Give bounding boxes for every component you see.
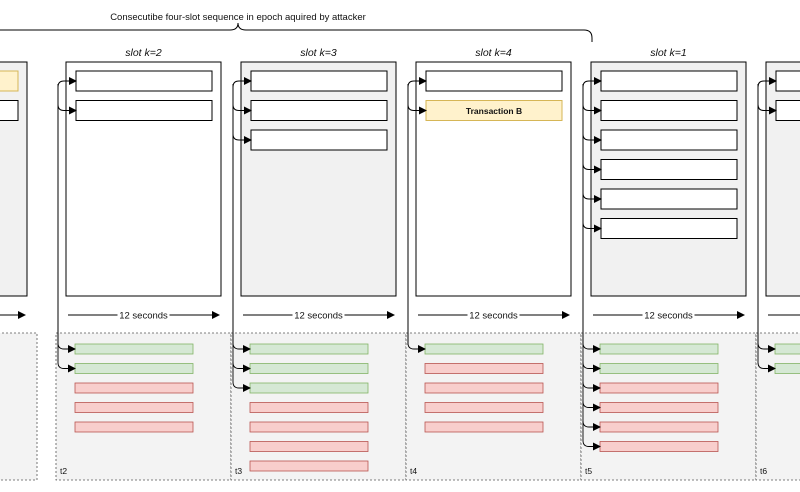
slot-group: t6 xyxy=(755,61,800,481)
pending-tx-excluded xyxy=(74,382,194,394)
slot-box xyxy=(765,61,800,297)
pending-tx-excluded xyxy=(599,421,719,433)
interval-label: 12 seconds xyxy=(119,311,168,322)
pending-tx-included xyxy=(774,363,800,374)
block-slot xyxy=(250,100,388,121)
block-slot xyxy=(0,100,19,121)
time-label: t3 xyxy=(235,466,242,476)
slot-label: slot k=1 xyxy=(650,47,686,59)
pending-tx-excluded xyxy=(424,382,544,394)
diagram-title: Consecutibe four-slot sequence in epoch … xyxy=(110,12,366,23)
pool-arrow xyxy=(582,440,601,451)
slot-label: slot k=4 xyxy=(475,47,512,59)
pending-tx-included xyxy=(599,363,719,374)
block-slot xyxy=(425,70,563,92)
mempool-panel xyxy=(0,332,38,481)
transaction-label: Transaction B xyxy=(466,106,522,116)
pending-tx-excluded xyxy=(249,402,369,413)
mempool-panel xyxy=(755,332,800,481)
slot-box xyxy=(415,61,572,297)
pending-tx-excluded xyxy=(599,441,719,452)
block-slot xyxy=(600,218,738,239)
pending-tx-excluded xyxy=(249,441,369,452)
pending-tx-included xyxy=(249,363,369,374)
pool-arrow xyxy=(57,362,76,373)
pending-tx-excluded xyxy=(74,402,194,413)
attacker-sequence-brace xyxy=(0,22,593,42)
interval-label: 12 seconds xyxy=(294,311,343,322)
brace-line xyxy=(0,22,593,42)
block-slot xyxy=(600,100,738,121)
pending-tx-excluded xyxy=(424,402,544,413)
pool-arrow xyxy=(757,362,776,373)
pending-tx-included xyxy=(249,382,369,394)
block-slot xyxy=(775,100,800,121)
block-slot xyxy=(600,159,738,180)
interval-label-bg xyxy=(467,308,520,321)
slot-group: slot k=2 12 seconds t2 xyxy=(55,47,232,481)
block-slot xyxy=(75,70,213,92)
pending-tx-excluded xyxy=(599,382,719,394)
slot-group: slot k=1 12 seconds t5 xyxy=(580,47,757,481)
slot-label: slot k=3 xyxy=(300,47,337,59)
pending-tx-included xyxy=(74,363,194,374)
interval-label-bg xyxy=(292,308,345,321)
pending-tx-excluded xyxy=(249,460,369,472)
pending-tx-excluded xyxy=(424,421,544,433)
block-slot xyxy=(775,70,800,92)
time-label: t4 xyxy=(410,466,417,476)
slot-box xyxy=(0,61,28,297)
slots-layer: slot k=2 12 seconds t2 slot k=3 12 seconds t3… xyxy=(0,47,800,481)
slot-group: slot k=3 12 seconds t3 xyxy=(230,47,407,481)
time-label: t5 xyxy=(585,466,592,476)
pending-tx-included xyxy=(424,343,544,355)
block-slot xyxy=(250,129,388,151)
pending-tx-excluded xyxy=(74,421,194,433)
block-slot xyxy=(600,129,738,151)
block-slot xyxy=(600,70,738,92)
slot-label: slot k=2 xyxy=(125,47,162,59)
time-label: t2 xyxy=(60,466,67,476)
block-slot xyxy=(600,188,738,210)
pending-tx-excluded xyxy=(424,363,544,374)
block-slot xyxy=(75,100,213,121)
pending-tx-included xyxy=(599,343,719,355)
interval-label: 12 seconds xyxy=(644,311,693,322)
pending-tx-included xyxy=(249,343,369,355)
slot-group xyxy=(0,61,38,481)
transaction-block xyxy=(0,70,19,92)
pending-tx-included xyxy=(74,343,194,355)
time-label: t6 xyxy=(760,466,767,476)
block-slot xyxy=(250,70,388,92)
pending-tx-included xyxy=(774,343,800,355)
slot-box xyxy=(65,61,222,297)
interval-label: 12 seconds xyxy=(469,311,518,322)
pool-arrow xyxy=(232,381,251,392)
pending-tx-excluded xyxy=(599,402,719,413)
interval-label-bg xyxy=(117,308,170,321)
slot-box xyxy=(240,61,397,297)
pending-tx-excluded xyxy=(249,421,369,433)
interval-label-bg xyxy=(642,308,695,321)
